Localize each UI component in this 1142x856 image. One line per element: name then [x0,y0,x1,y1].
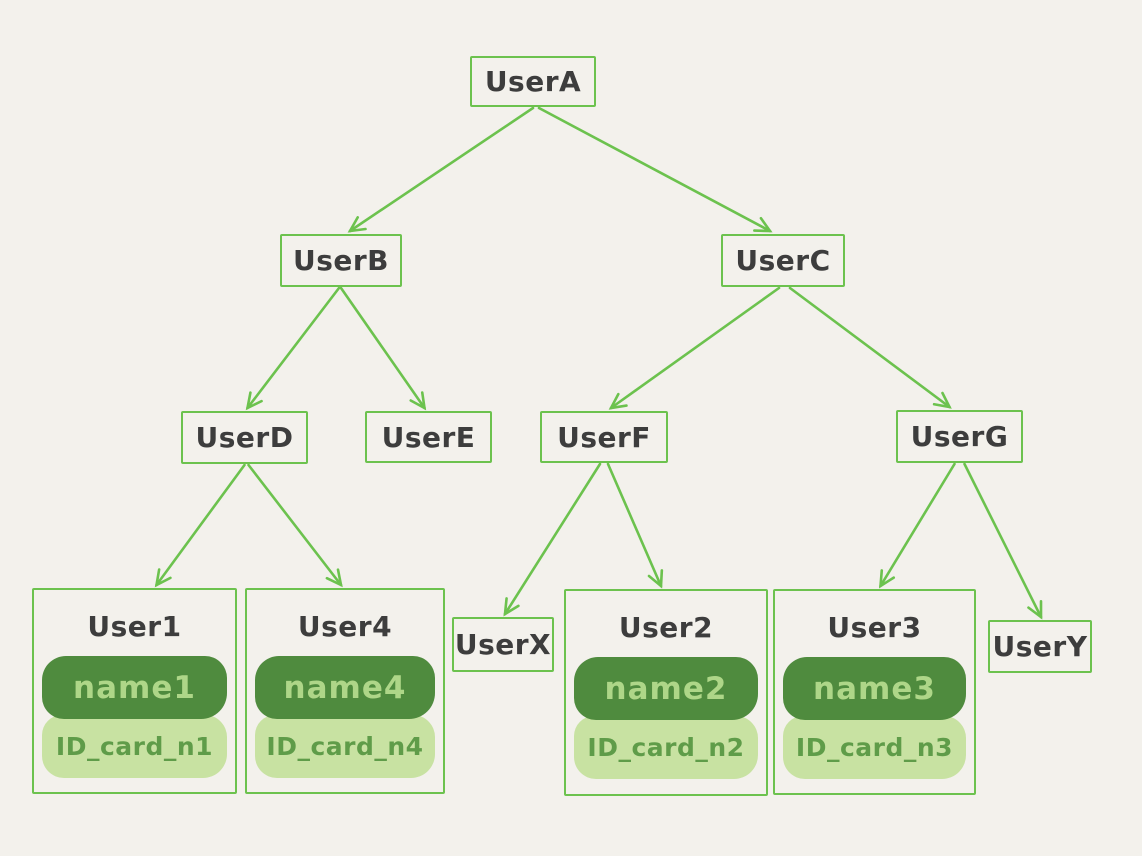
node-usere[interactable]: UserE [365,411,492,463]
node-userd[interactable]: UserD [181,411,308,464]
edge-userg-user3 [878,462,956,589]
node-userc[interactable]: UserC [721,234,845,287]
name-pill[interactable]: name3 [783,657,966,720]
id-pill[interactable]: ID_card_n3 [783,716,966,779]
edge-usera-userb [347,106,535,233]
card-title: User3 [827,610,922,644]
edge-userf-user2 [606,462,664,589]
node-label: UserF [557,420,651,454]
node-label: UserY [992,630,1088,663]
edge-userd-user1 [154,463,246,588]
node-userb[interactable]: UserB [280,234,402,287]
node-label: UserG [910,420,1009,453]
edge-userb-usere [339,286,427,411]
card-title: User2 [618,610,714,644]
edge-userc-userf [608,286,781,410]
card-title: User1 [87,609,182,643]
edge-userb-userd [245,286,341,411]
tree-edges [154,106,1043,620]
id-pill[interactable]: ID_card_n1 [42,715,227,778]
node-label: UserD [195,421,294,454]
name-pill[interactable]: name1 [42,656,227,719]
node-usery[interactable]: UserY [988,620,1092,673]
id-pill[interactable]: ID_card_n4 [255,715,435,778]
node-usera[interactable]: UserA [470,56,596,107]
name-pill[interactable]: name4 [255,656,435,719]
edge-usera-userc [537,106,773,233]
edge-userc-userg [788,286,952,409]
card-title: User4 [297,609,393,643]
node-label: UserC [735,244,831,277]
node-userg[interactable]: UserG [896,410,1023,463]
node-userf[interactable]: UserF [540,411,668,463]
node-userx[interactable]: UserX [452,617,554,672]
node-label: UserX [454,628,552,661]
name-pill[interactable]: name2 [574,657,758,720]
node-label: UserE [381,420,476,454]
node-label: UserA [484,65,582,98]
edge-userd-user4 [247,463,343,588]
node-label: UserB [292,244,390,277]
id-pill[interactable]: ID_card_n2 [574,716,758,779]
